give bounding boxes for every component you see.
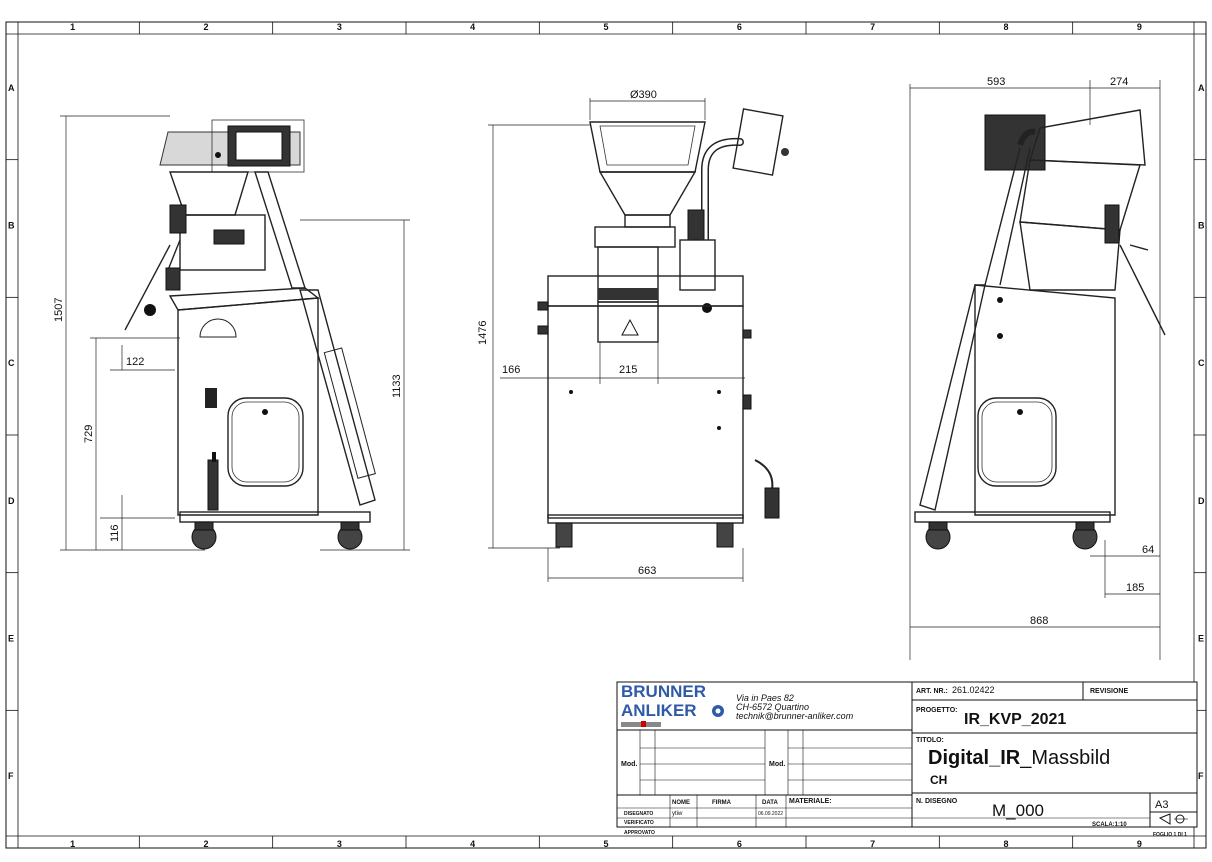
zone-col-7-top: 7 [870,22,875,32]
row-disegnato: DISEGNATO [624,811,653,817]
format-a3: A3 [1155,799,1168,811]
titolo-sub: CH [930,773,947,787]
zone-col-4-top: 4 [470,22,475,32]
dim-left-122: 122 [126,356,144,368]
revisione-label: REVISIONE [1090,688,1128,695]
dim-right-868: 868 [1030,615,1048,627]
foglio-label: FOGLIO 1 DI 1 [1153,832,1187,838]
zone-row-F-left: F [8,771,14,781]
front-view: Ø390 1476 166 215 663 [477,89,789,582]
materiale-label: MATERIALE: [789,798,832,805]
dim-front-663: 663 [638,565,656,577]
disegnato-data: 06.09.2022 [758,811,783,817]
zone-row-E-left: E [8,634,14,644]
zone-col-1-bottom: 1 [70,839,75,849]
dim-front-diameter: Ø390 [630,89,657,101]
zone-col-1-top: 1 [70,22,75,32]
col-nome: NOME [672,800,690,806]
n-disegno-value: M_000 [992,801,1044,820]
address-line-1: Via in Paes 82 [736,693,794,703]
zone-row-B-right: B [1198,221,1205,231]
address-email: technik@brunner-anliker.com [736,711,854,721]
address-line-2: CH-6572 Quartino [736,702,809,712]
progetto-value: IR_KVP_2021 [964,711,1066,728]
titolo-label: TITOLO: [916,737,944,744]
dim-front-1476: 1476 [477,321,489,345]
zone-col-4-bottom: 4 [470,839,475,849]
zone-row-D-right: D [1198,496,1205,506]
right-side-view: 593 274 64 185 868 [909,76,1166,660]
dim-front-166: 166 [502,364,520,376]
title-block: BRUNNER ANLIKER Via in Paes 82 CH-6572 Q… [616,681,1198,838]
zone-col-8-top: 8 [1003,22,1008,32]
zone-col-2-bottom: 2 [203,839,208,849]
zone-col-5-top: 5 [603,22,608,32]
disegnato-nome: ytiw [672,811,683,817]
zone-col-6-bottom: 6 [737,839,742,849]
titolo-rest: _Massbild [1019,747,1110,769]
col-firma: FIRMA [712,800,732,806]
art-nr-value: 261.02422 [952,685,995,695]
zone-col-7-bottom: 7 [870,839,875,849]
titolo-value: Digital_IR_Massbild [928,747,1110,769]
projection-symbol-icon [1158,813,1188,825]
zone-col-9-top: 9 [1137,22,1142,32]
col-data: DATA [762,800,778,806]
zone-col-9-bottom: 9 [1137,839,1142,849]
company-name-1: BRUNNER [621,682,706,701]
dim-right-274: 274 [1110,76,1128,88]
row-verificato: VERIFICATO [624,820,654,826]
titolo-bold: Digital_IR [928,747,1021,769]
mod-label-right: Mod. [769,761,785,768]
zone-row-C-left: C [8,358,15,368]
zone-row-A-left: A [8,83,15,93]
progetto-label: PROGETTO: [916,707,957,714]
zone-col-3-top: 3 [337,22,342,32]
dim-left-1507: 1507 [53,298,65,322]
dim-left-729: 729 [83,425,95,443]
zone-row-B-left: B [8,221,15,231]
dim-right-593: 593 [987,76,1005,88]
dim-left-116: 116 [109,524,121,542]
zone-row-F-right: F [1198,771,1204,781]
row-approvato: APPROVATO [624,830,655,836]
dim-left-1133: 1133 [391,374,403,398]
scala-label: SCALA:1:10 [1092,822,1127,828]
zone-col-8-bottom: 8 [1003,839,1008,849]
dim-front-215: 215 [619,364,637,376]
zone-row-D-left: D [8,496,15,506]
zone-row-C-right: C [1198,358,1205,368]
zone-row-A-right: A [1198,83,1205,93]
zone-col-3-bottom: 3 [337,839,342,849]
dim-right-185: 185 [1126,582,1144,594]
dim-right-64: 64 [1142,544,1154,556]
mod-label-left: Mod. [621,761,637,768]
zone-col-5-bottom: 5 [603,839,608,849]
zone-col-2-top: 2 [203,22,208,32]
zone-col-6-top: 6 [737,22,742,32]
company-name-2: ANLIKER [621,701,697,720]
left-side-view: 1507 122 729 116 1133 [53,115,410,551]
zone-row-E-right: E [1198,634,1204,644]
art-nr-label: ART. NR.: [916,688,948,695]
n-disegno-label: N. DISEGNO [916,798,958,805]
